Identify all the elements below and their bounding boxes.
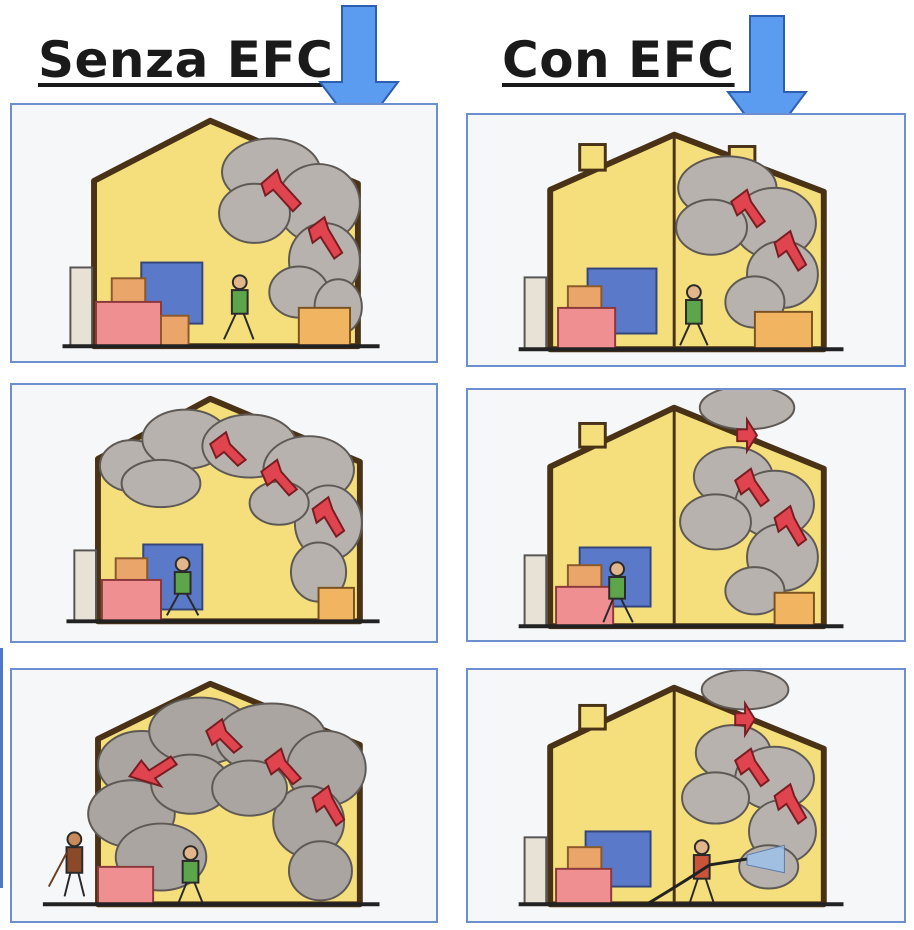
person-icon xyxy=(679,284,709,346)
smoke-vent-icon xyxy=(578,703,607,731)
smoke-flow-arrow-icon xyxy=(209,430,346,539)
panel-without-efc-1 xyxy=(10,103,438,363)
house-illustration xyxy=(66,395,380,625)
door-icon xyxy=(69,266,94,348)
person-icon xyxy=(47,831,86,897)
smoke-flow-arrow-icon xyxy=(734,416,808,547)
person-icon xyxy=(223,274,255,340)
panel-with-efc-3 xyxy=(466,668,906,923)
panel-without-efc-2 xyxy=(10,383,438,643)
title-without-efc: Senza EFC xyxy=(38,31,334,89)
title-with-efc: Con EFC xyxy=(502,31,735,89)
person-icon xyxy=(602,561,634,623)
house-illustration xyxy=(62,117,380,350)
smoke-flow-arrow-icon xyxy=(734,700,808,825)
panel-without-efc-3 xyxy=(10,668,438,923)
smoke-vent-icon xyxy=(578,143,607,172)
person-icon xyxy=(645,839,748,906)
smoke-flow-arrow-icon xyxy=(260,168,344,261)
panel-with-efc-2 xyxy=(466,388,906,642)
smoke-cloud xyxy=(87,696,367,902)
person-icon xyxy=(166,556,200,616)
house-illustration xyxy=(518,670,844,908)
door-icon xyxy=(523,554,548,628)
door-icon xyxy=(73,549,97,623)
door-icon xyxy=(523,276,548,351)
smoke-flow-arrow-icon xyxy=(127,717,346,827)
house-illustration xyxy=(518,131,844,353)
house-illustration xyxy=(42,680,380,908)
house-illustration xyxy=(518,390,844,630)
page-edge-bar xyxy=(0,648,3,888)
door-icon xyxy=(523,836,548,906)
panel-with-efc-1 xyxy=(466,113,906,367)
person-icon xyxy=(177,845,204,903)
smoke-flow-arrow-icon xyxy=(730,188,808,272)
smoke-vent-icon xyxy=(578,421,607,449)
